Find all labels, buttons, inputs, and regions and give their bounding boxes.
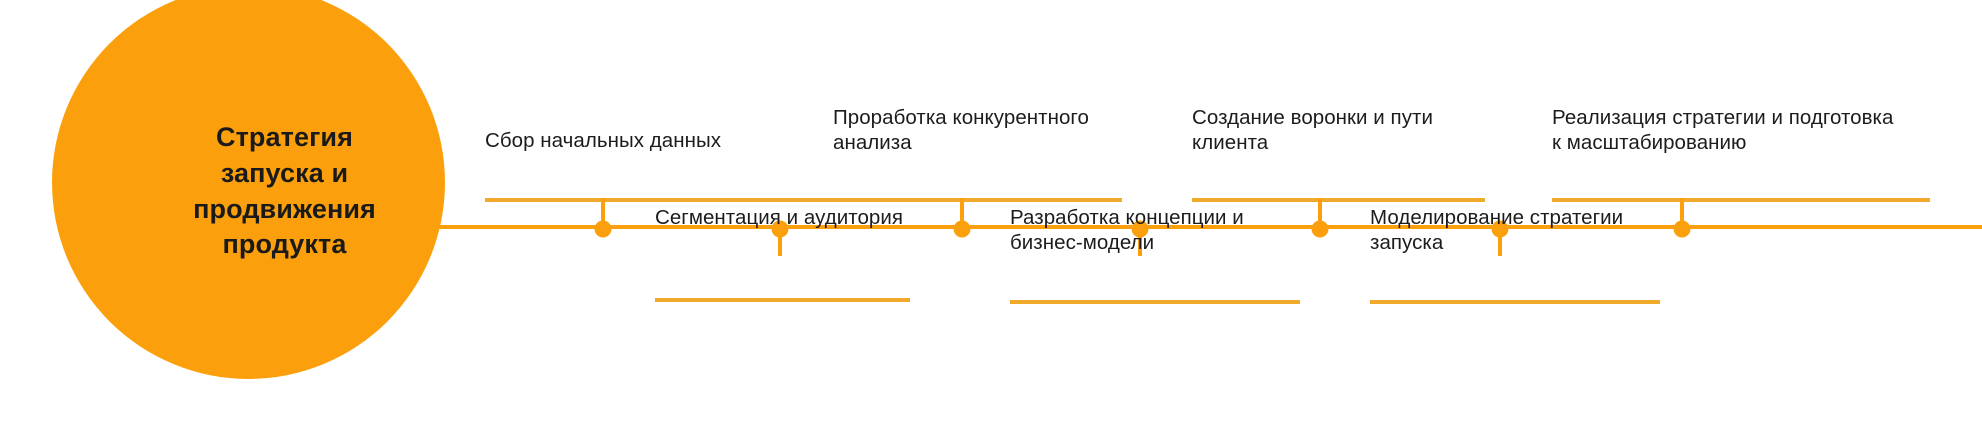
hub-circle: Стратегия запуска и продвижения продукта — [52, 0, 445, 379]
milestone-rule — [1010, 300, 1300, 304]
milestone-stem — [601, 198, 605, 227]
milestone-label-2: Сегментация и аудитория — [655, 206, 904, 229]
milestone-label-7: Реализация стратегии и подготовка к масш… — [1552, 106, 1894, 154]
milestone-label-1: Сбор начальных данных — [485, 129, 722, 152]
milestone-label-3: Проработка конкурентного анализа — [833, 106, 1089, 154]
milestone-stem — [960, 198, 964, 227]
milestone-rule — [833, 198, 1122, 202]
milestone-stem — [1498, 227, 1502, 256]
milestone-dot-1[interactable] — [594, 220, 612, 238]
milestone-rule — [655, 298, 910, 302]
milestone-dot-3[interactable] — [953, 220, 971, 238]
milestone-dot-6[interactable] — [1491, 220, 1509, 238]
milestone-label-6: Моделирование стратегии запуска — [1370, 206, 1624, 254]
hub-title: Стратегия запуска и продвижения продукта — [193, 122, 376, 260]
milestone-label-5: Создание воронки и пути клиента — [1192, 106, 1433, 154]
milestone-stem — [1680, 198, 1684, 227]
milestone-stem — [1138, 227, 1142, 256]
milestone-label-4: Разработка концепции и бизнес-модели — [1010, 206, 1244, 254]
milestone-rule — [485, 198, 890, 202]
milestone-rule — [1552, 198, 1930, 202]
milestone-rule — [1192, 198, 1485, 202]
milestone-dot-5[interactable] — [1311, 220, 1329, 238]
milestone-stem — [1318, 198, 1322, 227]
milestone-dot-4[interactable] — [1131, 220, 1149, 238]
timeline-axis — [352, 225, 1982, 229]
milestone-stem — [778, 227, 782, 256]
milestone-rule — [1370, 300, 1660, 304]
milestone-dot-7[interactable] — [1673, 220, 1691, 238]
milestone-dot-2[interactable] — [771, 220, 789, 238]
